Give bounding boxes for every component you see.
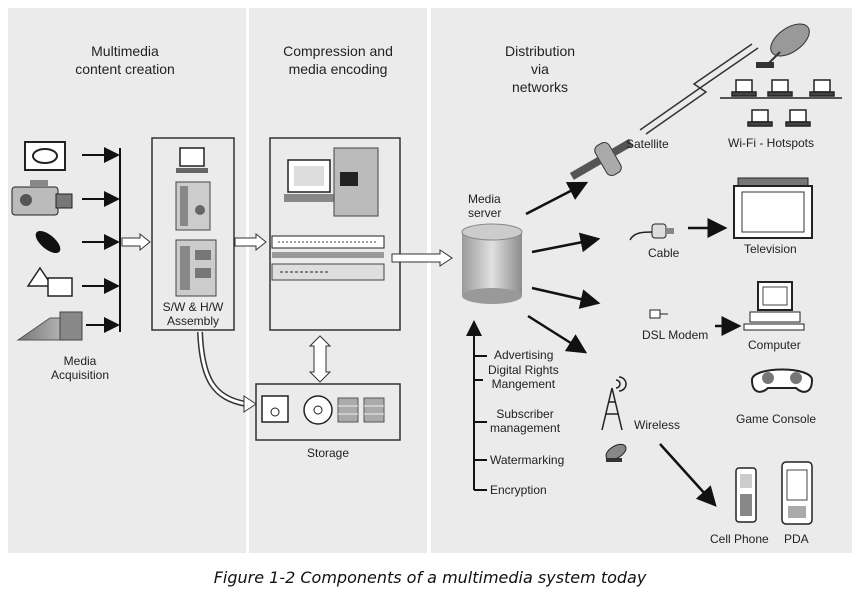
game-console-label: Game Console — [736, 412, 817, 426]
service-encryption: Encryption — [490, 483, 547, 497]
service-drm: Digital Rights Mangement — [488, 363, 559, 391]
pda-label: PDA — [784, 532, 809, 546]
hardware-rack-icon — [175, 239, 217, 297]
computer-small-icon — [176, 147, 208, 173]
workstation-icon — [284, 147, 379, 217]
rack-unit-icon — [271, 235, 385, 281]
media-server-label: Media server — [468, 192, 502, 220]
diagram-graphics — [11, 23, 842, 525]
distribution-header: Distribution via networks — [504, 43, 576, 95]
computer-icon — [743, 281, 805, 331]
game-controller-icon — [750, 368, 814, 393]
floppy-disk-icon — [261, 395, 289, 423]
storage-label: Storage — [306, 446, 350, 460]
hardware-icon — [175, 181, 211, 231]
satellite-label: Satellite — [626, 137, 669, 151]
laptop-icon — [731, 79, 835, 127]
service-subscriber: Subscriber management — [490, 407, 561, 435]
cell-phone-label: Cell Phone — [710, 532, 769, 546]
signal-bolt-icon — [639, 43, 753, 131]
wifi-label: Wi-Fi - Hotspots — [728, 136, 815, 150]
video-camera-icon — [11, 180, 73, 216]
assembly-box — [151, 137, 235, 331]
service-watermarking: Watermarking — [490, 453, 565, 467]
creation-header: Multimedia content creation — [75, 43, 175, 77]
hard-disk-stack-icon — [337, 397, 385, 423]
computer-label: Computer — [748, 338, 801, 352]
cell-phone-icon — [735, 467, 757, 523]
cable-label: Cable — [648, 246, 680, 260]
dsl-label: DSL Modem — [642, 328, 709, 342]
service-advertising: Advertising — [494, 348, 554, 362]
media-server-icon — [461, 223, 523, 304]
cable-connector-icon — [629, 223, 674, 241]
television-icon — [733, 177, 813, 239]
cd-disc-icon — [303, 395, 333, 425]
television-label: Television — [744, 242, 797, 256]
microphone-icon — [35, 230, 61, 254]
tv-screen-icon — [24, 141, 66, 171]
pda-icon — [781, 461, 813, 525]
satellite-dish-icon — [756, 23, 810, 68]
assembly-label: S/W & H/W Assembly — [162, 300, 224, 328]
wireless-dish-icon — [605, 443, 627, 462]
shapes-icon — [26, 266, 73, 297]
wireless-tower-icon — [601, 376, 627, 431]
figure-caption: Figure 1-2 Components of a multimedia sy… — [213, 568, 647, 587]
media-acquisition-label: Media Acquisition — [50, 354, 110, 382]
wireless-label: Wireless — [634, 418, 681, 432]
scanner-icon — [16, 311, 83, 341]
encoding-header: Compression and media encoding — [283, 43, 393, 77]
dsl-modem-icon — [649, 309, 668, 319]
satellite-icon — [569, 138, 633, 180]
